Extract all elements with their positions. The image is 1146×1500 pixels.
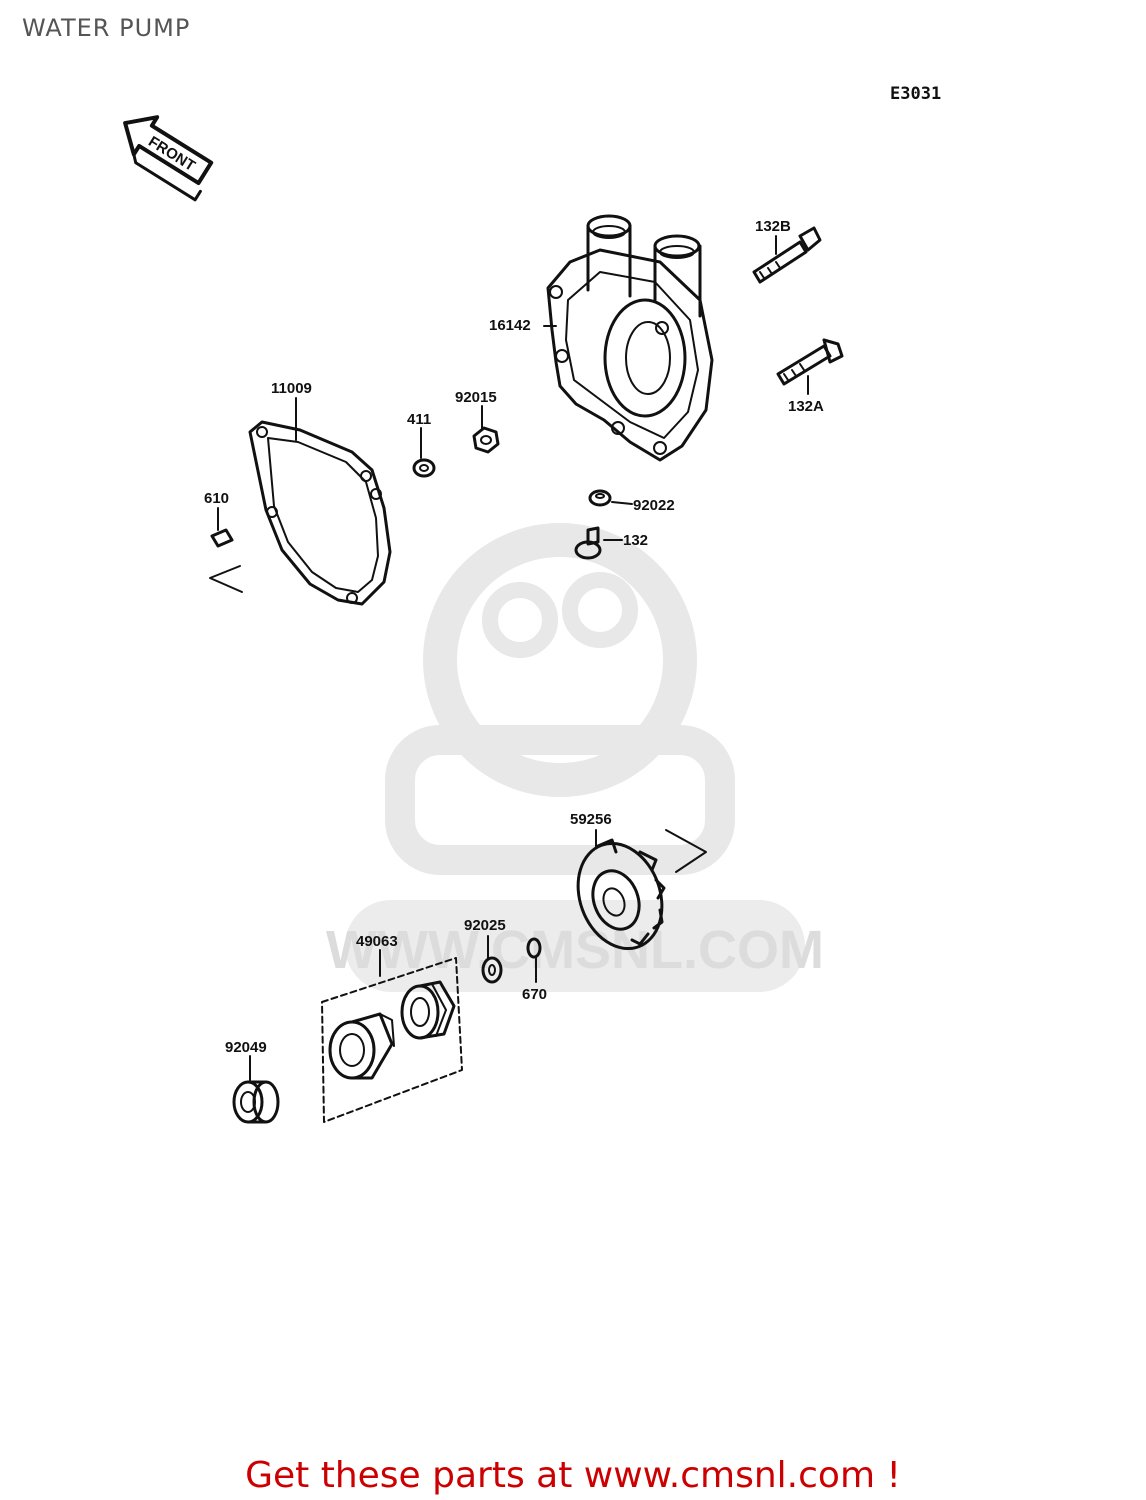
part-label-92025: 92025 — [464, 917, 506, 934]
washer-92025 — [481, 956, 503, 984]
part-label-11009: 11009 — [271, 380, 312, 397]
o-ring-670 — [526, 937, 542, 959]
impeller-59256 — [576, 838, 666, 951]
leader-92022 — [611, 501, 633, 505]
dowel-pin-610 — [210, 528, 234, 548]
oil-seal-92049 — [232, 1080, 280, 1124]
part-label-670: 670 — [522, 986, 548, 1003]
washer-92022 — [588, 489, 612, 507]
part-label-132b: 132B — [755, 218, 791, 235]
part-label-16142: 16142 — [489, 317, 531, 334]
diagram-code: E3031 — [890, 84, 942, 104]
front-arrow-icon: FRONT — [123, 115, 214, 202]
washer-411 — [412, 458, 436, 478]
watermark-logo: WWW.CMSNL.COM — [326, 523, 824, 992]
part-label-92049: 92049 — [225, 1039, 267, 1056]
part-label-59256: 59256 — [570, 811, 612, 828]
page-title: WATER PUMP — [22, 14, 191, 42]
impeller-direction-marker — [665, 829, 707, 873]
part-label-610: 610 — [204, 490, 230, 507]
watermark-text: WWW.CMSNL.COM — [326, 920, 824, 980]
gasket-11009 — [248, 420, 392, 606]
part-label-92015: 92015 — [455, 389, 497, 406]
bolt-132b — [752, 226, 822, 284]
nut-92015 — [472, 426, 500, 454]
mechanical-seal-49063 — [321, 957, 463, 1123]
part-label-132: 132 — [623, 532, 649, 549]
drain-bolt-132 — [574, 526, 602, 560]
part-label-411: 411 — [407, 411, 432, 428]
part-label-132a: 132A — [788, 398, 824, 415]
part-label-49063: 49063 — [356, 933, 398, 950]
pump-cover-16142 — [546, 214, 714, 462]
cta-link[interactable]: Get these parts at www.cmsnl.com ! — [245, 1455, 901, 1496]
part-label-92022: 92022 — [633, 497, 675, 514]
gasket-direction-marker — [209, 565, 243, 593]
bolt-132a — [776, 338, 844, 386]
